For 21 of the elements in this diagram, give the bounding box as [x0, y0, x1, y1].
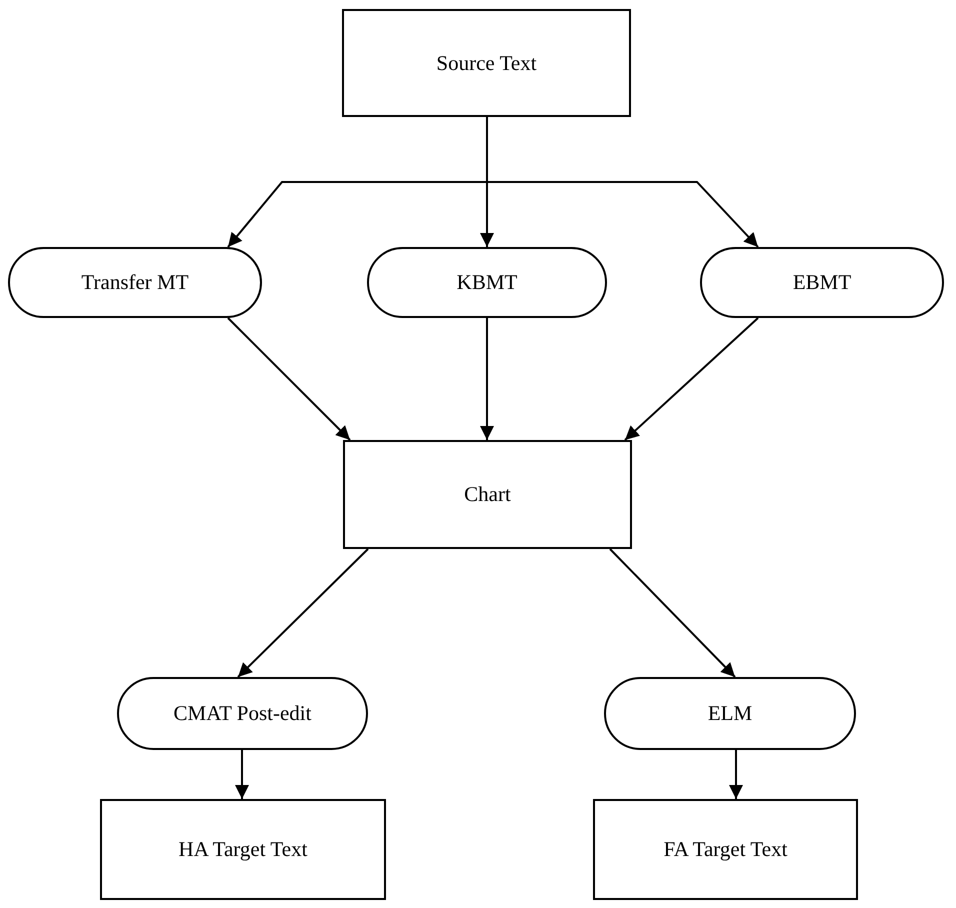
process-box: [343, 440, 632, 549]
arrow: [729, 750, 743, 799]
node-label: Transfer MT: [81, 270, 189, 295]
arrow: [624, 317, 759, 441]
node-label: Source Text: [436, 50, 537, 76]
arrow: [609, 548, 736, 678]
arrow: [235, 750, 249, 799]
node-label: HA Target Text: [178, 837, 308, 862]
node-label: CMAT Post-edit: [174, 701, 312, 726]
arrow: [486, 117, 759, 248]
process-box: [593, 799, 858, 900]
arrow: [227, 317, 351, 441]
node-label: FA Target Text: [664, 837, 788, 862]
process-box: [100, 799, 386, 900]
node-label: KBMT: [456, 270, 518, 295]
node-label: ELM: [708, 701, 752, 726]
arrow: [237, 548, 369, 678]
process-box: [342, 9, 631, 117]
arrow: [480, 318, 494, 440]
node-label: EBMT: [792, 270, 852, 295]
node-label: Chart: [464, 482, 511, 507]
